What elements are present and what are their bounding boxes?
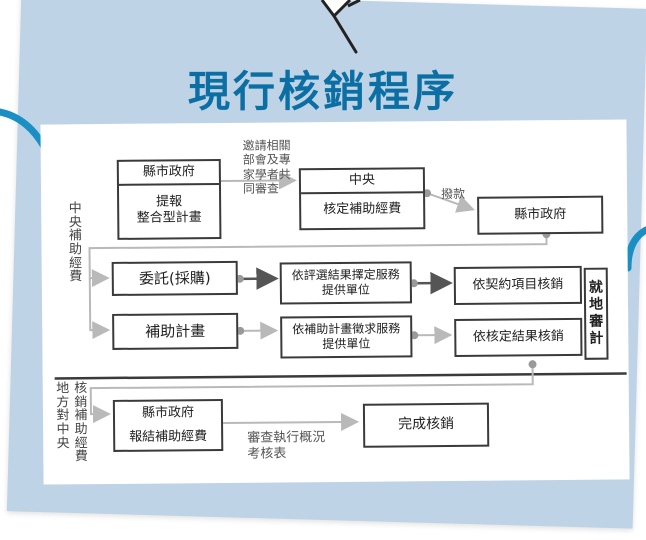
review-form-note: 審查執行概況 考核表 bbox=[247, 430, 326, 462]
review-invitation-note: 邀請相關 部會及專 家學者共 同審查 bbox=[242, 138, 291, 196]
flowchart-paper: 中央補助經費 地方對中央 核銷補助經費 縣市政府 提報 整合型計畫 邀請相關 部… bbox=[40, 119, 630, 485]
page-title: 現行核銷程序 bbox=[187, 67, 458, 116]
side-label-local: 地方對中央 bbox=[56, 381, 70, 451]
box-body: 提報 整合型計畫 bbox=[136, 194, 202, 226]
subsidy-plan-box: 補助計畫 bbox=[112, 312, 239, 350]
select-service-box: 依評選結果擇定服務 提供單位 bbox=[279, 261, 413, 305]
allocation-note: 撥款 bbox=[441, 186, 466, 202]
contract-items-settlement-box: 依契約項目核銷 bbox=[453, 265, 583, 305]
side-label-settlement: 核銷補助經費 bbox=[74, 381, 88, 465]
box-body: 報結補助經費 bbox=[129, 428, 208, 445]
county-report-box: 縣市政府 報結補助經費 bbox=[112, 398, 224, 452]
commission-procurement-box: 委託(採購) bbox=[111, 260, 238, 296]
subsidy-service-box: 依補助計畫徵求服務 提供單位 bbox=[280, 315, 413, 359]
onsite-audit-box: 就 地 審 計 bbox=[583, 267, 609, 360]
county-government-proposal-box: 縣市政府 提報 整合型計畫 bbox=[116, 158, 222, 240]
pushpin-icon bbox=[320, 0, 361, 54]
side-label-central: 中央補助經費 bbox=[68, 201, 83, 285]
box-header: 縣市政府 bbox=[141, 405, 195, 421]
complete-settlement-box: 完成核銷 bbox=[362, 402, 490, 448]
box-body: 核定補助經費 bbox=[323, 201, 402, 217]
approved-results-settlement-box: 依核定結果核銷 bbox=[454, 317, 583, 357]
county-government-box: 縣市政府 bbox=[477, 195, 604, 235]
central-government-box: 中央 核定補助經費 bbox=[298, 167, 426, 231]
